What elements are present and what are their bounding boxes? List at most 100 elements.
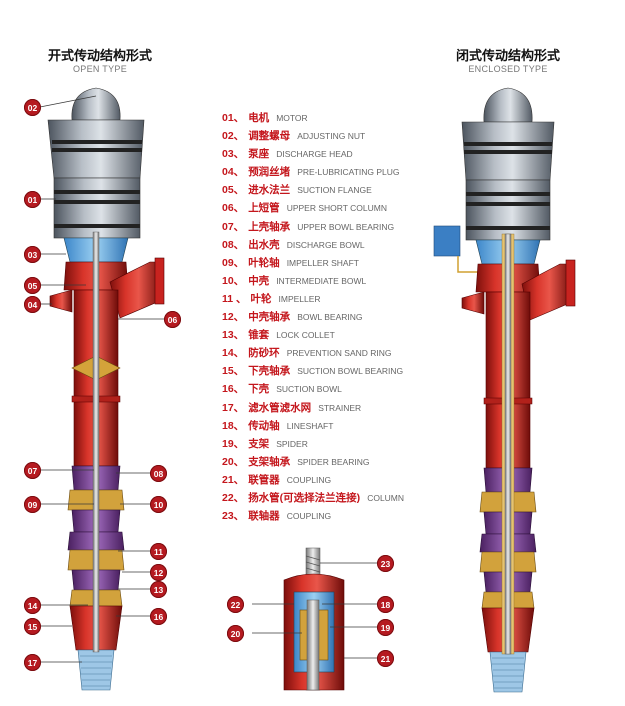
legend-item-cn: 中壳轴承 xyxy=(248,311,291,324)
legend-item: 04、预润丝堵 PRE-LUBRICATING PLUG xyxy=(222,162,482,180)
open-type-subtitle: OPEN TYPE xyxy=(72,64,128,74)
legend-item-cn: 预润丝堵 xyxy=(248,166,291,179)
legend-item-number: 16、 xyxy=(222,383,245,396)
enclosed-type-title: 闭式传动结构形式 xyxy=(455,48,560,63)
legend-item-cn: 下壳 xyxy=(248,383,270,396)
legend-item-en: INTERMEDIATE BOWL xyxy=(276,275,367,286)
legend-item: 06、上短管 UPPER SHORT COLUMN xyxy=(222,198,482,216)
legend-item-en: LINESHAFT xyxy=(286,420,334,431)
legend-item-en: SUCTION BOWL xyxy=(276,384,342,395)
open-type-title: 开式传动结构形式 xyxy=(47,48,152,63)
callout-13: 13 xyxy=(150,581,167,598)
legend-item-en: IMPELLER SHAFT xyxy=(286,257,359,268)
callout-05: 05 xyxy=(24,277,41,294)
legend-item-number: 18、 xyxy=(222,419,245,432)
legend-item-cn: 传动轴 xyxy=(248,419,280,432)
legend-item-en: DISCHARGE BOWL xyxy=(286,239,365,250)
legend-item-number: 14、 xyxy=(222,347,245,360)
callout-06: 06 xyxy=(164,311,181,328)
open-type-pump xyxy=(47,87,165,691)
legend-item-number: 07、 xyxy=(222,220,245,233)
callout-02: 02 xyxy=(24,99,41,116)
enclosed-type-subtitle: ENCLOSED TYPE xyxy=(468,64,548,74)
legend-item-cn: 泵座 xyxy=(248,148,270,161)
legend-item-en: UPPER SHORT COLUMN xyxy=(286,203,387,214)
legend-item-number: 04、 xyxy=(222,166,245,179)
legend-item-number: 19、 xyxy=(222,437,245,450)
legend-item: 01、电机 MOTOR xyxy=(222,108,482,126)
legend-item-number: 15、 xyxy=(222,365,245,378)
legend-item-number: 01、 xyxy=(222,112,245,124)
callout-17: 17 xyxy=(24,654,41,671)
legend-item-en: SUCTION FLANGE xyxy=(297,185,372,196)
callout-21: 21 xyxy=(377,650,394,667)
legend-item-cn: 电机 xyxy=(248,112,270,124)
legend-item-number: 12、 xyxy=(222,311,245,324)
callout-09: 09 xyxy=(24,496,41,513)
legend-item-en: SPIDER xyxy=(276,438,308,449)
legend-item-en: BOWL BEARING xyxy=(297,312,363,323)
enclosed-type-pump xyxy=(433,87,576,693)
legend-item-number: 06、 xyxy=(222,202,245,215)
callout-01: 01 xyxy=(24,191,41,208)
callout-19: 19 xyxy=(377,619,394,636)
legend-item-en: IMPELLER xyxy=(278,293,321,304)
legend-item: 22、扬水管(可选择法兰连接) COLUMN xyxy=(222,488,482,506)
callout-11: 11 xyxy=(150,543,167,560)
legend-item: 12、中壳轴承 BOWL BEARING xyxy=(222,307,482,325)
legend-item: 16、下壳 SUCTION BOWL xyxy=(222,379,482,397)
legend-item: 11 、叶轮 IMPELLER xyxy=(222,289,482,307)
legend-item-cn: 上短管 xyxy=(248,202,280,215)
legend-item-number: 11 、 xyxy=(222,292,247,305)
legend-item-en: ADJUSTING NUT xyxy=(297,131,366,142)
legend-item-en: UPPER BOWL BEARING xyxy=(297,221,395,232)
callout-15: 15 xyxy=(24,618,41,635)
legend-item-cn: 进水法兰 xyxy=(248,184,291,197)
legend-item: 05、进水法兰 SUCTION FLANGE xyxy=(222,180,482,198)
callout-12: 12 xyxy=(150,564,167,581)
callout-23: 23 xyxy=(377,555,394,572)
legend-item-en: LOCK COLLET xyxy=(276,330,335,341)
legend-item-en: STRAINER xyxy=(318,402,362,413)
legend-item-en: COUPLING xyxy=(286,511,332,522)
legend-item-en: PREVENTION SAND RING xyxy=(286,348,392,359)
legend-item-cn: 支架 xyxy=(248,437,270,450)
legend-item-cn: 锥套 xyxy=(248,329,270,342)
legend-item-cn: 联管器 xyxy=(248,473,280,486)
legend-item-cn: 扬水管(可选择法兰连接) xyxy=(248,491,361,504)
legend-item-number: 09、 xyxy=(222,256,245,269)
legend-item-number: 05、 xyxy=(222,184,245,197)
legend-item-en: MOTOR xyxy=(276,113,308,123)
legend-item-en: SPIDER BEARING xyxy=(297,456,370,467)
legend-item-en: SUCTION BOWL BEARING xyxy=(297,366,404,377)
legend-item-cn: 中壳 xyxy=(248,274,270,287)
legend-item-cn: 叶轮 xyxy=(250,292,272,305)
legend-item-number: 03、 xyxy=(222,148,245,161)
legend-item-en: COLUMN xyxy=(367,492,405,503)
legend-item-cn: 下壳轴承 xyxy=(248,365,291,378)
legend-item: 15、下壳轴承 SUCTION BOWL BEARING xyxy=(222,361,482,379)
legend-item: 14、防砂环 PREVENTION SAND RING xyxy=(222,343,482,361)
callout-08: 08 xyxy=(150,465,167,482)
open-type-leaders xyxy=(39,95,164,663)
legend-item-number: 22、 xyxy=(222,491,245,504)
legend-item-en: PRE-LUBRICATING PLUG xyxy=(297,167,400,178)
callout-22: 22 xyxy=(227,596,244,613)
legend-item-number: 02、 xyxy=(222,130,245,143)
callout-14: 14 xyxy=(24,597,41,614)
legend-item-number: 08、 xyxy=(222,238,245,251)
legend-item: 19、支架 SPIDER xyxy=(222,434,482,452)
legend-item-number: 20、 xyxy=(222,455,245,468)
callout-18: 18 xyxy=(377,596,394,613)
legend-item-cn: 防砂环 xyxy=(248,347,280,360)
legend-item-cn: 支架轴承 xyxy=(248,455,291,468)
